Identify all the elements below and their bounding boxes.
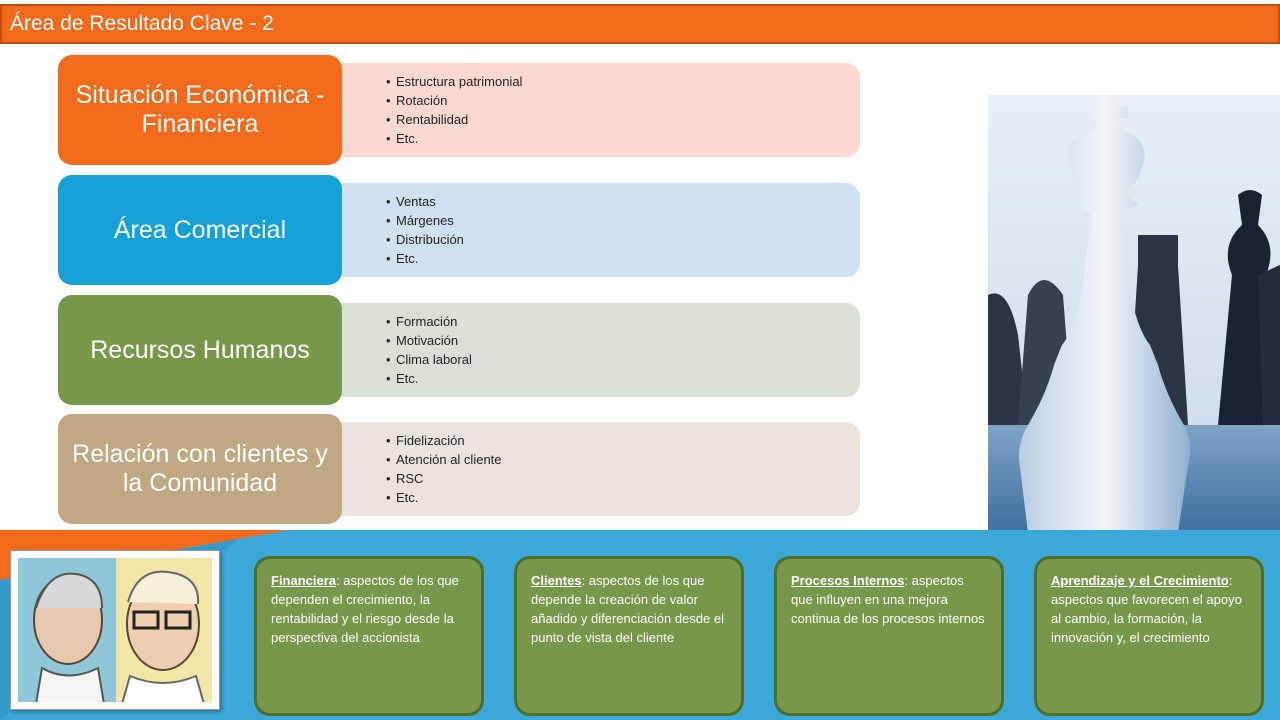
kra-category-clients: Relación con clientes y la Comunidad: [58, 414, 342, 524]
perspective-term: Aprendizaje y el Crecimiento: [1051, 573, 1229, 588]
list-item: Atención al cliente: [386, 450, 860, 469]
kra-category-financial: Situación Económica - Financiera: [58, 55, 342, 165]
list-item: Estructura patrimonial: [386, 72, 860, 91]
list-item: Fidelización: [386, 431, 860, 450]
kra-row-financial: Estructura patrimonial Rotación Rentabil…: [58, 55, 860, 167]
perspectives-band: Financiera: aspectos de los que dependen…: [0, 530, 1280, 720]
kra-row-hr: Formación Motivación Clima laboral Etc. …: [58, 295, 860, 407]
kra-details-financial: Estructura patrimonial Rotación Rentabil…: [308, 63, 860, 157]
perspective-card-learning: Aprendizaje y el Crecimiento: aspectos q…: [1034, 556, 1264, 716]
kra-category-hr: Recursos Humanos: [58, 295, 342, 405]
kra-row-commercial: Ventas Márgenes Distribución Etc. Área C…: [58, 175, 860, 287]
chess-pieces-image: [988, 95, 1280, 533]
chess-illustration: [988, 95, 1280, 533]
perspective-text: : aspectos de los que dependen el crecim…: [271, 573, 459, 645]
list-item: RSC: [386, 469, 860, 488]
perspective-card-financial: Financiera: aspectos de los que dependen…: [254, 556, 484, 716]
list-item: Rentabilidad: [386, 110, 860, 129]
caricature-portrait: [10, 550, 220, 710]
kra-details-hr: Formación Motivación Clima laboral Etc.: [308, 303, 860, 397]
perspective-card-clients: Clientes: aspectos de los que depende la…: [514, 556, 744, 716]
list-item: Márgenes: [386, 211, 860, 230]
list-item: Etc.: [386, 249, 860, 268]
kra-details-commercial: Ventas Márgenes Distribución Etc.: [308, 183, 860, 277]
perspective-text: : aspectos que influyen en una mejora co…: [791, 573, 985, 626]
perspective-term: Procesos Internos: [791, 573, 905, 588]
list-item: Distribución: [386, 230, 860, 249]
perspective-text: : aspectos de los que depende la creació…: [531, 573, 724, 645]
list-item: Formación: [386, 312, 860, 331]
kra-row-clients: Fidelización Atención al cliente RSC Etc…: [58, 414, 860, 526]
caricature-illustration: [18, 558, 212, 702]
slide-title: Área de Resultado Clave - 2: [0, 4, 1280, 44]
perspective-term: Clientes: [531, 573, 582, 588]
caricature-image: [18, 558, 212, 702]
kra-details-clients: Fidelización Atención al cliente RSC Etc…: [308, 422, 860, 516]
perspective-term: Financiera: [271, 573, 337, 588]
list-item: Etc.: [386, 369, 860, 388]
perspective-card-internal-processes: Procesos Internos: aspectos que influyen…: [774, 556, 1004, 716]
list-item: Clima laboral: [386, 350, 860, 369]
perspective-text: : aspectos que favorecen el apoyo al cam…: [1051, 573, 1242, 645]
list-item: Etc.: [386, 488, 860, 507]
list-item: Rotación: [386, 91, 860, 110]
kra-category-commercial: Área Comercial: [58, 175, 342, 285]
list-item: Ventas: [386, 192, 860, 211]
list-item: Etc.: [386, 129, 860, 148]
list-item: Motivación: [386, 331, 860, 350]
